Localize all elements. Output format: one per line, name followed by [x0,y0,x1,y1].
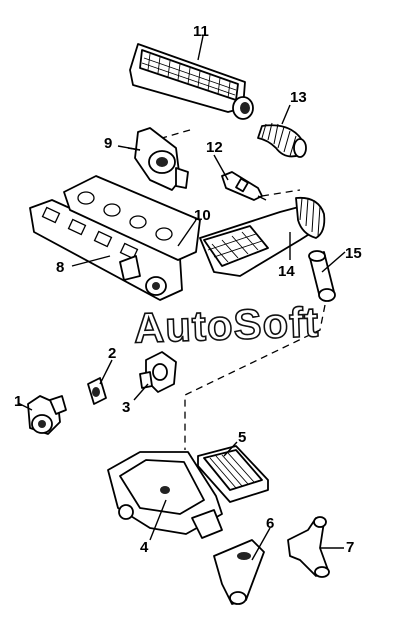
assembly-line-duct [261,189,301,197]
callout-6: 6 [266,515,274,532]
callout-11: 11 [193,23,209,40]
callout-13: 13 [290,89,307,106]
callout-3: 3 [122,399,130,416]
assembly-line-upper [161,129,191,139]
part-13-corrugated-hose [257,122,307,158]
part-11-intake-silencer [129,43,254,120]
part-2-fitting [87,377,107,405]
part-7-elbow-connector [287,516,330,578]
leader-lines [17,35,346,561]
assembly-line-lower [184,304,326,450]
callout-9: 9 [104,135,112,152]
part-8-intake-manifold [29,175,201,301]
part-15-sleeve [308,250,336,302]
callout-10: 10 [194,207,211,224]
callout-15: 15 [345,245,362,262]
part-6-elbow-duct [213,539,265,605]
callout-2: 2 [108,345,116,362]
callout-14: 14 [278,263,295,280]
callout-8: 8 [56,259,64,276]
callout-5: 5 [238,429,246,446]
callout-4: 4 [140,539,149,556]
watermark-text: AutoSoft [133,298,320,351]
callout-12: 12 [206,139,223,156]
callout-7: 7 [346,539,354,556]
part-4-air-filter-housing [107,451,223,539]
part-3-sensor-bracket [139,351,177,393]
part-1-pressure-sensor [27,395,67,435]
part-9-throttle-body [127,127,189,191]
callout-1: 1 [14,393,22,410]
part-14-air-duct [199,196,326,277]
part-5-air-filter-element [197,445,269,503]
part-12-sensor [221,171,267,201]
